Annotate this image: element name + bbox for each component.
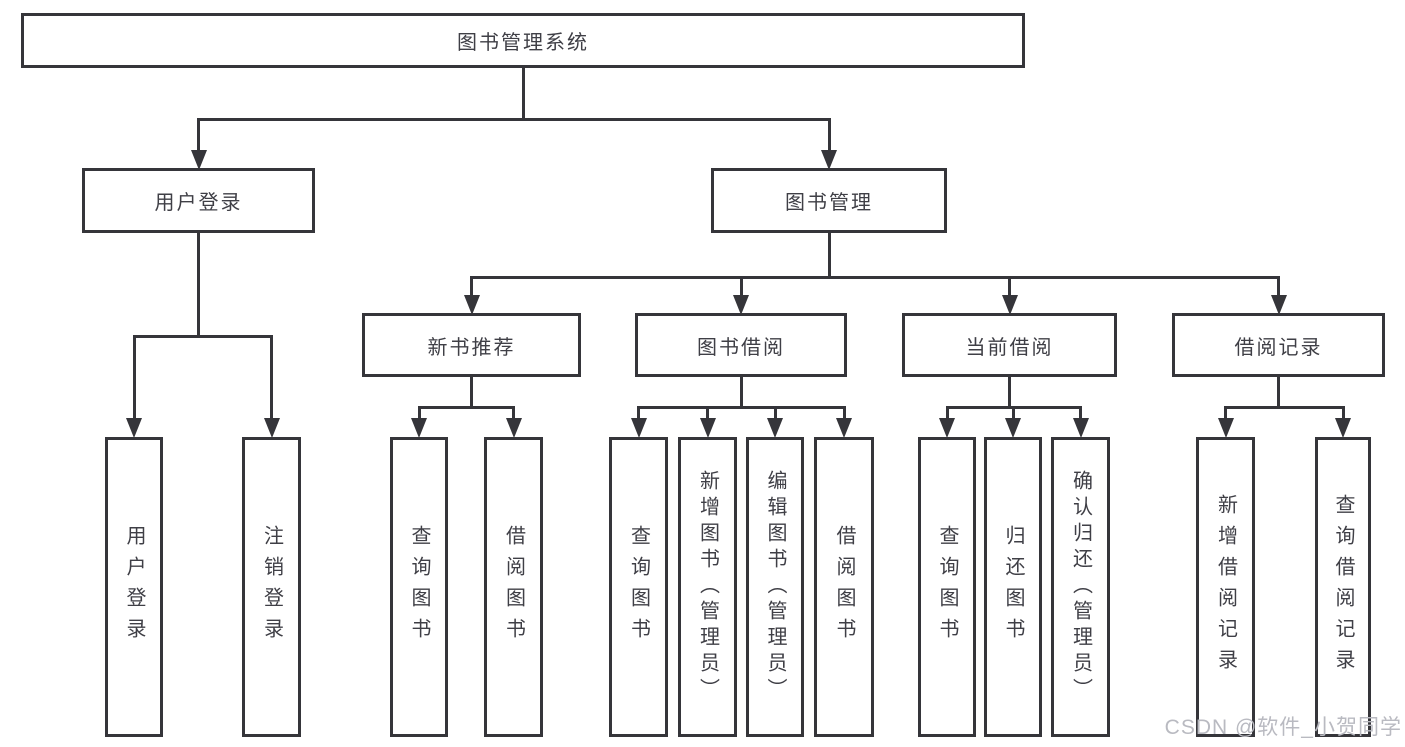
leaf-add-borrow-record: 新增借阅记录 xyxy=(1196,437,1255,737)
leaf-borrow-books-1: 借阅图书 xyxy=(484,437,543,737)
connector-stem-book-borrowing xyxy=(739,276,743,297)
connector-stem-query-books-3 xyxy=(945,406,949,422)
node-new-book-recommend: 新书推荐 xyxy=(362,313,581,377)
arrowhead-leaf-user-login xyxy=(126,418,142,438)
connector-stem-book-management xyxy=(827,118,831,151)
arrowhead-borrow-books-2 xyxy=(836,418,852,438)
arrowhead-user-login xyxy=(190,150,207,170)
connector-user-login-drop xyxy=(197,233,200,336)
leaf-query-borrow-record-label: 查询借阅记录 xyxy=(1332,494,1354,680)
node-user-login: 用户登录 xyxy=(82,168,315,233)
leaf-borrow-books-1-label: 借阅图书 xyxy=(502,525,525,649)
leaf-query-books-2-label: 查询图书 xyxy=(627,525,650,649)
connector-new-books-branch xyxy=(417,406,515,409)
node-book-management-label: 图书管理 xyxy=(785,192,873,214)
connector-user-login-branch xyxy=(132,335,273,338)
arrowhead-query-borrow-record xyxy=(1335,418,1351,438)
node-current-borrowing: 当前借阅 xyxy=(902,313,1117,377)
watermark: CSDN @软件_小贺同学 xyxy=(1164,716,1402,739)
connector-stem-new-books xyxy=(470,276,473,297)
connector-stem-confirm-return xyxy=(1079,406,1082,422)
arrowhead-borrow-books-1 xyxy=(505,418,522,438)
arrowhead-book-management xyxy=(821,150,837,170)
connector-book-borrowing-drop xyxy=(739,377,743,409)
arrowhead-new-books xyxy=(463,295,480,315)
leaf-borrow-books-2-label: 借阅图书 xyxy=(833,525,855,649)
leaf-add-borrow-record-label: 新增借阅记录 xyxy=(1214,494,1237,680)
leaf-logout-label: 注销登录 xyxy=(260,525,283,649)
connector-book-borrowing-branch xyxy=(637,406,846,409)
connector-stem-borrowing-records xyxy=(1277,276,1280,297)
connector-stem-leaf-user-login xyxy=(132,335,136,420)
connector-borrowing-records-drop xyxy=(1277,377,1280,409)
leaf-borrow-books-2: 借阅图书 xyxy=(814,437,874,737)
connector-book-management-drop xyxy=(827,233,831,278)
node-new-book-recommend-label: 新书推荐 xyxy=(427,336,516,359)
node-borrowing-records-label: 借阅记录 xyxy=(1234,336,1323,359)
arrowhead-query-books-3 xyxy=(939,418,955,438)
arrowhead-book-borrowing xyxy=(733,295,749,315)
leaf-return-books-label: 归还图书 xyxy=(1002,525,1024,649)
leaf-query-books-1-label: 查询图书 xyxy=(408,525,430,649)
node-book-borrowing: 图书借阅 xyxy=(635,313,847,377)
connector-stem-borrow-books-2 xyxy=(842,406,846,422)
leaf-edit-book-admin-label: 编辑图书（管理员） xyxy=(764,470,786,704)
node-library-system-label: 图书管理系统 xyxy=(457,32,589,54)
connector-new-books-drop xyxy=(470,377,473,409)
connector-stem-query-borrow-record xyxy=(1341,406,1345,422)
node-current-borrowing-label: 当前借阅 xyxy=(965,336,1054,359)
arrowhead-borrowing-records xyxy=(1270,295,1287,315)
connector-stem-edit-book xyxy=(773,406,777,422)
node-book-borrowing-label: 图书借阅 xyxy=(697,336,785,359)
leaf-logout: 注销登录 xyxy=(242,437,301,737)
connector-stem-user-login xyxy=(197,118,200,151)
connector-root-drop xyxy=(521,68,525,121)
leaf-query-books-3-label: 查询图书 xyxy=(936,525,958,649)
connector-root-branch xyxy=(197,118,831,121)
leaf-query-books-1: 查询图书 xyxy=(390,437,448,737)
connector-stem-return-books xyxy=(1011,406,1015,422)
leaf-return-books: 归还图书 xyxy=(984,437,1042,737)
node-book-management: 图书管理 xyxy=(711,168,947,233)
connector-current-borrowing-drop xyxy=(1008,377,1011,409)
leaf-user-login-label: 用户登录 xyxy=(123,525,145,649)
leaf-query-books-3: 查询图书 xyxy=(918,437,976,737)
arrowhead-edit-book xyxy=(767,418,783,438)
leaf-query-books-2: 查询图书 xyxy=(609,437,668,737)
arrowhead-confirm-return xyxy=(1072,418,1089,438)
node-library-system: 图书管理系统 xyxy=(21,13,1025,68)
node-borrowing-records: 借阅记录 xyxy=(1172,313,1385,377)
node-user-login-label: 用户登录 xyxy=(154,192,243,214)
connector-stem-query-books-1 xyxy=(417,406,421,422)
arrowhead-return-books xyxy=(1005,418,1021,438)
arrowhead-current-borrowing xyxy=(1001,295,1018,315)
arrowhead-add-book xyxy=(699,418,716,438)
connector-stem-query-books-2 xyxy=(637,406,640,422)
connector-stem-add-book xyxy=(706,406,709,422)
connector-stem-add-borrow-record xyxy=(1224,406,1227,422)
arrowhead-query-books-1 xyxy=(411,418,427,438)
connector-stem-borrow-books-1 xyxy=(512,406,515,422)
connector-stem-current-borrowing xyxy=(1008,276,1011,297)
connector-borrowing-records-branch xyxy=(1224,406,1345,409)
leaf-user-login: 用户登录 xyxy=(105,437,163,737)
arrowhead-query-books-2 xyxy=(630,418,647,438)
arrowhead-add-borrow-record xyxy=(1217,418,1234,438)
leaf-confirm-return-admin: 确认归还（管理员） xyxy=(1051,437,1110,737)
leaf-query-borrow-record: 查询借阅记录 xyxy=(1315,437,1371,737)
leaf-add-book-admin: 新增图书（管理员） xyxy=(678,437,737,737)
leaf-add-book-admin-label: 新增图书（管理员） xyxy=(696,470,719,704)
leaf-edit-book-admin: 编辑图书（管理员） xyxy=(746,437,804,737)
connector-book-management-branch xyxy=(470,276,1280,279)
connector-stem-leaf-logout xyxy=(270,335,273,420)
arrowhead-leaf-logout xyxy=(263,418,280,438)
leaf-confirm-return-admin-label: 确认归还（管理员） xyxy=(1069,470,1092,704)
